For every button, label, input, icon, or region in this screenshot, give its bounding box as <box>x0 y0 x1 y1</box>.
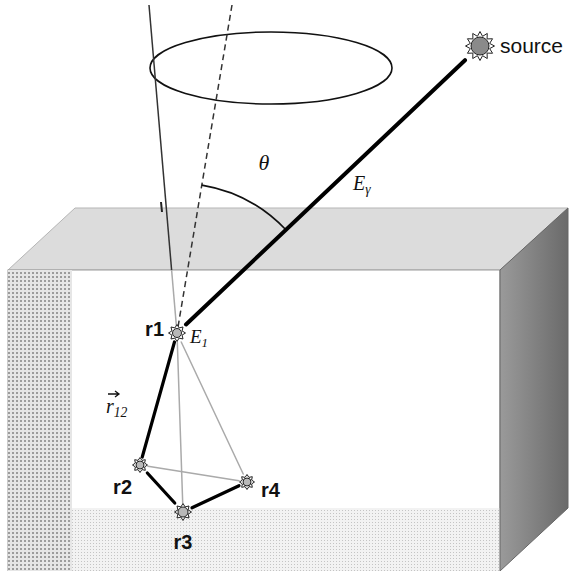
point-label: r2 <box>113 476 132 499</box>
star-symbol <box>132 457 148 473</box>
energy-label: E1 <box>190 326 208 350</box>
scatter-link <box>148 466 239 480</box>
star-core <box>471 37 489 55</box>
interaction-point: r2 <box>132 457 148 473</box>
detector-side-face <box>500 208 568 571</box>
star-symbol <box>239 474 255 490</box>
star-spikes <box>466 32 495 61</box>
interaction-point: r3 <box>174 503 192 521</box>
star-symbol <box>174 503 192 521</box>
vector-label: r12 <box>106 388 127 419</box>
star-core <box>243 478 251 486</box>
angle-arc <box>202 185 286 230</box>
interaction-point: r4 <box>239 474 255 490</box>
star-spikes <box>240 475 255 490</box>
gamma-ray-path <box>186 60 465 324</box>
scatter-path <box>147 473 174 503</box>
cone-edge-inside <box>172 270 177 333</box>
star-spikes <box>133 458 148 473</box>
vector-arrow <box>107 390 121 398</box>
scatter-link <box>181 342 243 474</box>
star-core <box>178 507 188 517</box>
scatter-link <box>177 342 182 503</box>
star-spikes <box>175 504 192 521</box>
cone-rim <box>150 32 392 104</box>
source-label: source <box>500 34 563 58</box>
point-label: r1 <box>145 318 164 341</box>
vector-arrow-stroke <box>108 391 119 397</box>
tick-mark <box>161 202 162 212</box>
cone-edge <box>149 5 172 270</box>
point-label: r4 <box>261 479 280 502</box>
detector-bottom-strip <box>72 508 500 571</box>
source-star: source <box>465 31 495 61</box>
scatter-path <box>192 486 239 508</box>
star-symbol <box>465 31 495 61</box>
angle-label: θ <box>259 150 270 175</box>
star-symbol <box>168 324 186 342</box>
point-label: r3 <box>174 531 193 554</box>
detector-front-face <box>8 270 500 571</box>
detector-top-face <box>8 208 568 270</box>
star-core <box>173 329 182 338</box>
cone-axis <box>177 5 232 333</box>
scatter-path <box>142 342 174 457</box>
interaction-point: r1E1 <box>168 324 186 342</box>
energy-label: Eγ <box>353 172 371 196</box>
detector-left-strip <box>8 270 72 571</box>
star-core <box>136 461 144 469</box>
star-spikes <box>169 325 186 342</box>
